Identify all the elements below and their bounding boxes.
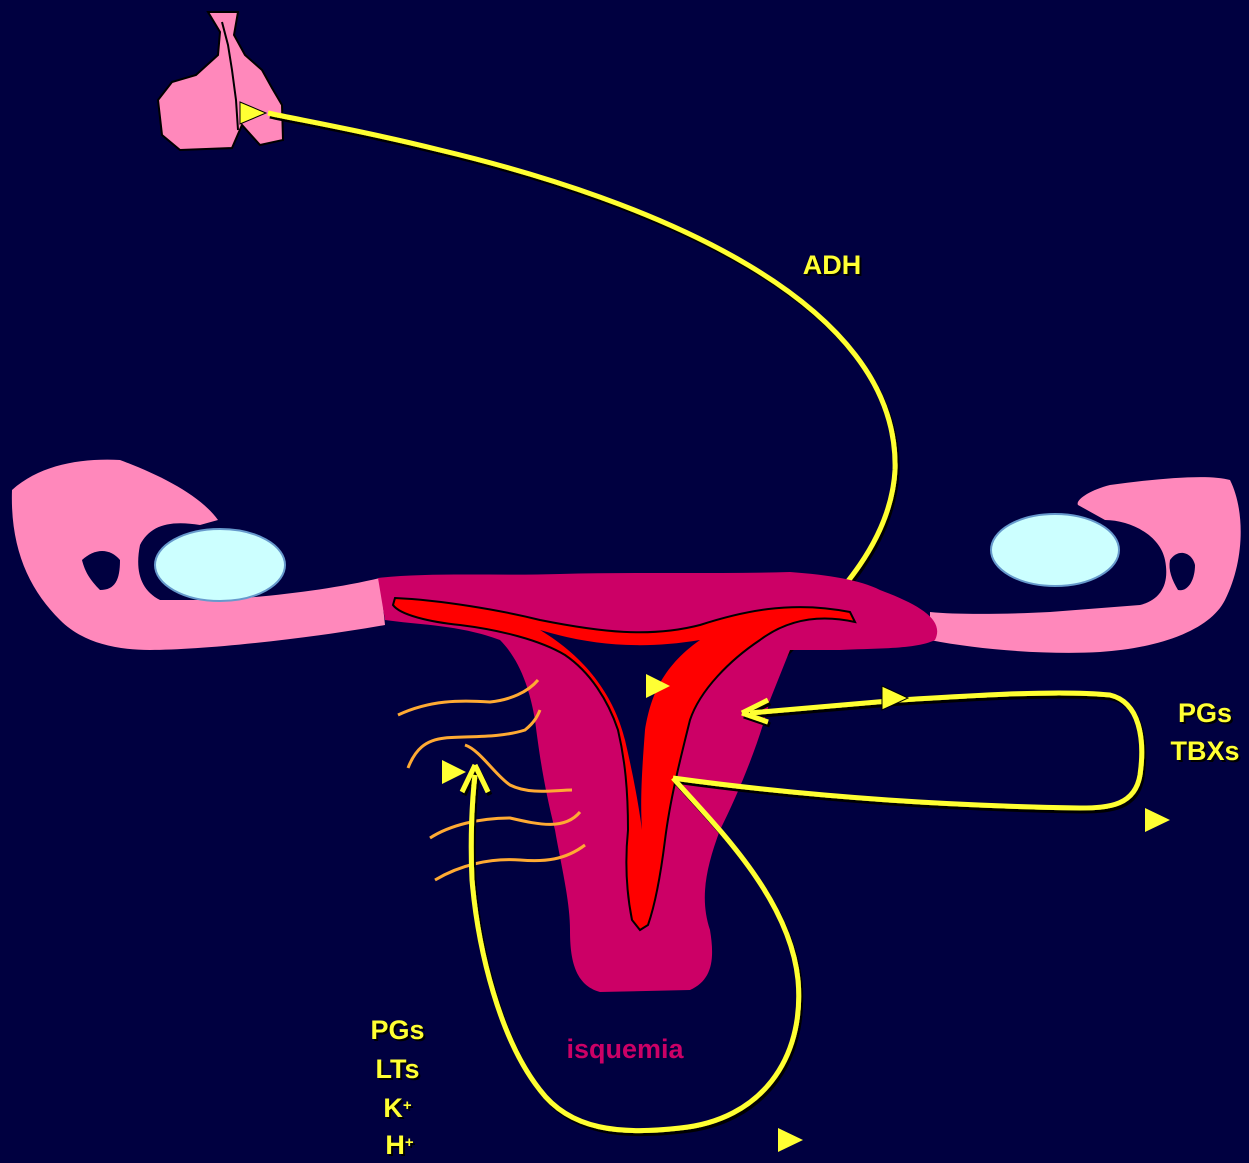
left-h-label: H+: [357, 1130, 442, 1160]
right-ovary: [991, 514, 1119, 586]
right-fallopian-tube: [930, 477, 1241, 653]
nerve-arrowhead: [442, 760, 466, 784]
left-pgs-label: PGs: [355, 1015, 440, 1045]
adh-label: ADH: [792, 250, 872, 280]
right-tbxs-label: TBXs: [1160, 736, 1249, 766]
right-loop-arrowhead: [882, 686, 908, 710]
h-superscript: +: [405, 1134, 414, 1151]
left-ovary: [155, 529, 285, 601]
left-fallopian-tube: [12, 460, 385, 650]
k-superscript: +: [403, 1097, 412, 1114]
right-pgs-label: PGs: [1165, 698, 1245, 728]
pituitary-gland: [158, 12, 283, 150]
h-symbol: H: [385, 1130, 405, 1160]
left-lts-label: LTs: [355, 1054, 440, 1084]
left-k-label: K+: [355, 1093, 440, 1123]
isquemia-label: isquemia: [545, 1034, 705, 1064]
k-symbol: K: [383, 1093, 403, 1123]
right-free-arrowhead: [1145, 808, 1170, 832]
bottom-free-arrowhead: [778, 1128, 803, 1152]
